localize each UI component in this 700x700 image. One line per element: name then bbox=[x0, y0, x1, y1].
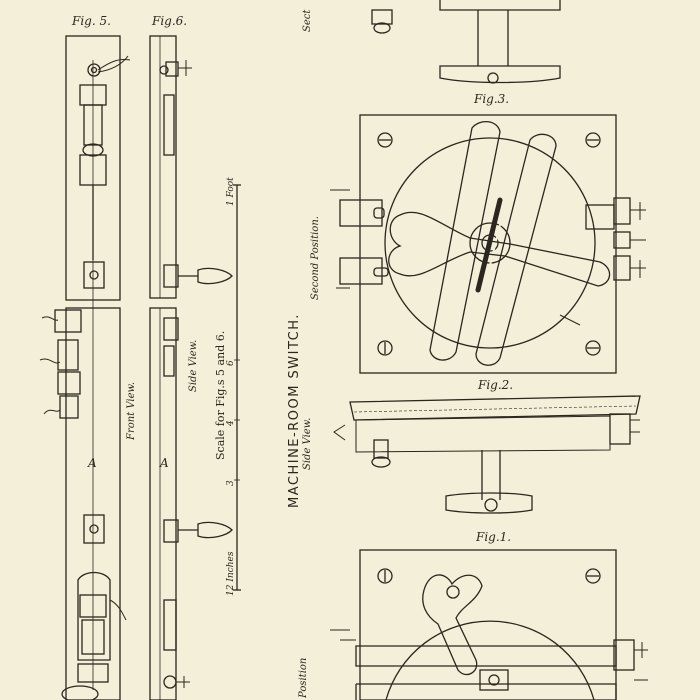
scale-inches-label: 12 Inches bbox=[226, 551, 236, 596]
fig5-front-view-drawing bbox=[39, 35, 131, 700]
fig6-label: Fig.6. bbox=[152, 14, 188, 28]
scale-caption: Scale for Fig.s 5 and 6. bbox=[214, 330, 227, 460]
fig3-second-position-drawing bbox=[330, 114, 646, 374]
scale-mark: 6 bbox=[226, 360, 236, 366]
fig2-side-view-drawing bbox=[333, 395, 641, 514]
fig6-side-view-drawing bbox=[149, 35, 233, 700]
fig6-letter-a: A bbox=[160, 456, 169, 470]
scale-mark: 4 bbox=[226, 420, 236, 426]
fig3-label: Fig.3. bbox=[474, 92, 510, 106]
section-drawing bbox=[371, 0, 561, 84]
fig3-second-position-caption: Second Position. bbox=[310, 216, 321, 300]
plate-title: MACHINE-ROOM SWITCH. bbox=[287, 313, 302, 508]
fig1-label: Fig.1. bbox=[476, 530, 512, 544]
fig5-label: Fig. 5. bbox=[72, 14, 111, 28]
fig5-letter-a: A bbox=[88, 456, 97, 470]
section-caption: Sect bbox=[302, 9, 313, 32]
scale-mark: 3 bbox=[226, 480, 236, 486]
scale-foot-label: 1 Foot bbox=[226, 177, 236, 206]
scale-bar bbox=[233, 184, 241, 591]
fig2-label: Fig.2. bbox=[478, 378, 514, 392]
fig5-front-view-caption: Front View. bbox=[126, 381, 137, 440]
fig2-side-view-caption: Side View. bbox=[302, 417, 313, 470]
fig1-position-caption: Position bbox=[298, 657, 309, 698]
fig1-drawing bbox=[330, 549, 648, 700]
fig6-side-view-caption: Side View. bbox=[188, 339, 199, 392]
